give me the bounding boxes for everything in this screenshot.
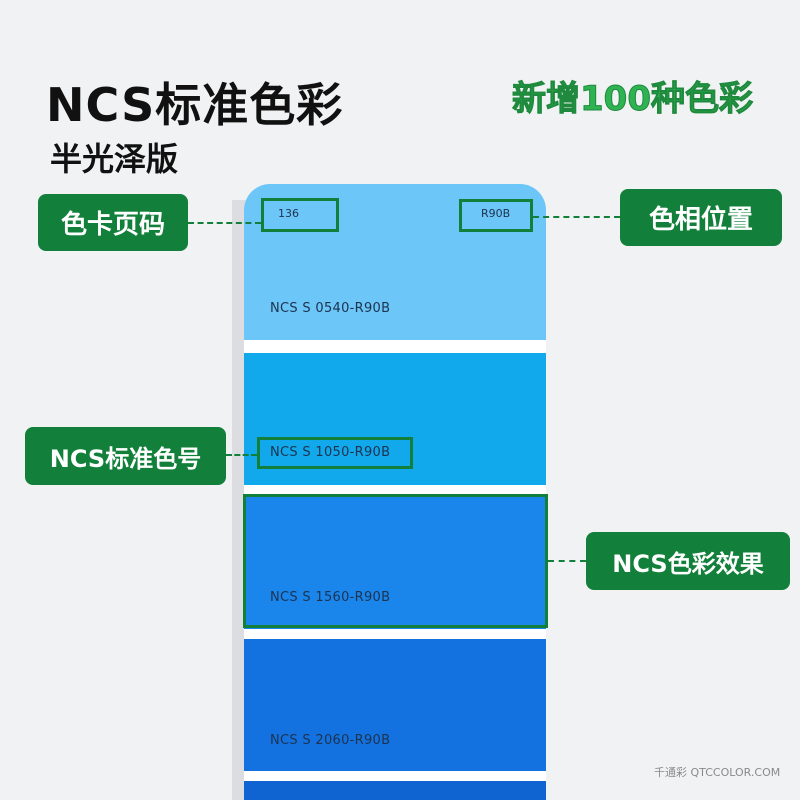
page-number-text: 136 [278, 207, 299, 220]
connector-color-effect [548, 560, 586, 562]
connector-page-number [188, 222, 261, 224]
connector-hue-position [533, 216, 620, 218]
swatch-code-label: NCS S 1050-R90B [270, 445, 391, 460]
new-colors-badge: 新增100种色彩 [512, 79, 754, 120]
callout-page-number: 色卡页码 [38, 194, 188, 251]
swatch-1050-r90b: NCS S 1050-R90B [244, 353, 546, 485]
swatch-0540-r90b: 136 R90B NCS S 0540-R90B [244, 184, 546, 340]
watermark: 千通彩 QTCCOLOR.COM [654, 766, 781, 779]
page-title: NCS标准色彩 [46, 78, 344, 132]
swatch-code-label: NCS S 1560-R90B [270, 590, 391, 605]
hue-position-highlight [459, 199, 533, 232]
callout-color-effect: NCS色彩效果 [586, 532, 790, 590]
connector-standard-code [226, 454, 257, 456]
swatch-code-label: NCS S 2060-R90B [270, 733, 391, 748]
swatch-1560-r90b: NCS S 1560-R90B [244, 496, 546, 629]
callout-hue-position: 色相位置 [620, 189, 782, 246]
callout-standard-code: NCS标准色号 [25, 427, 226, 485]
swatch-2060-r90b: NCS S 2060-R90B [244, 639, 546, 771]
swatch-next [244, 781, 546, 800]
page-number-highlight [261, 198, 339, 232]
page-subtitle: 半光泽版 [50, 140, 179, 178]
swatch-code-label: NCS S 0540-R90B [270, 301, 391, 316]
standard-code-highlight [257, 437, 413, 469]
hue-position-text: R90B [481, 207, 511, 220]
color-effect-highlight [243, 494, 548, 628]
color-card: 136 R90B NCS S 0540-R90B NCS S 1050-R90B… [244, 184, 546, 800]
